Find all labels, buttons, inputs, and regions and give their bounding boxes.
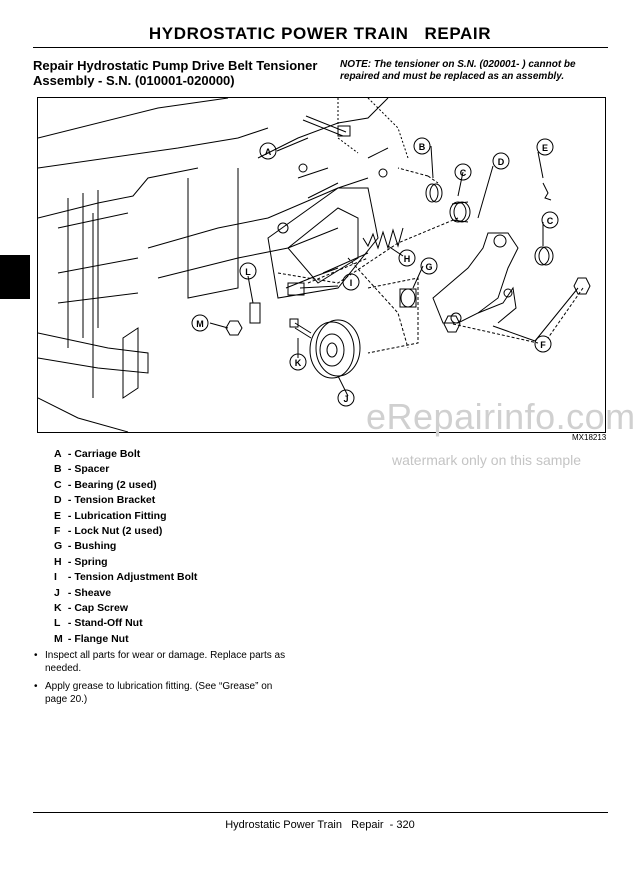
callout-c-upper <box>454 163 472 181</box>
section-title: Repair Hydrostatic Pump Drive Belt Tensi… <box>33 58 333 88</box>
callout-d <box>492 152 510 170</box>
callout-label: E <box>542 143 548 153</box>
watermark-sample-note: watermark only on this sample <box>392 452 582 468</box>
callout-j <box>337 389 355 407</box>
section-title-line1: Repair Hydrostatic Pump Drive Belt Tensi… <box>33 58 318 73</box>
section-thumb-tab <box>0 255 30 299</box>
section-title-line2: Assembly - S.N. (010001-020000) <box>33 73 235 88</box>
legend-item: H - Spring <box>54 555 108 568</box>
callout-g <box>420 257 438 275</box>
callout-c-lower <box>541 211 559 229</box>
legend-item: J - Sheave <box>54 586 112 599</box>
exploded-diagram-figure: A B C D E C H G L I M K F J <box>37 97 606 433</box>
legend-item: L - Stand-Off Nut <box>54 617 143 630</box>
callout-label: C <box>460 168 467 178</box>
callout-label: G <box>425 262 432 272</box>
legend-item: D - Tension Bracket <box>54 494 156 507</box>
legend-item: A - Carriage Bolt <box>54 448 141 460</box>
callout-a <box>259 142 277 160</box>
legend-item: C - Bearing (2 used) <box>54 478 157 491</box>
callout-label: J <box>343 394 348 404</box>
note-line1: NOTE: The tensioner on S.N. (020001- ) c… <box>340 59 576 70</box>
callout-label: H <box>404 254 411 264</box>
callout-label: C <box>547 216 554 226</box>
footer-rule <box>33 812 608 813</box>
callout-e <box>536 138 554 156</box>
legend-item: F - Lock Nut (2 used) <box>54 525 163 538</box>
legend-item: I - Tension Adjustment Bolt <box>54 571 198 584</box>
callout-label: F <box>540 340 546 350</box>
instruction-item: Apply grease to lubrication fitting. (Se… <box>33 681 323 706</box>
callout-i <box>342 273 360 291</box>
callout-label: K <box>295 358 302 368</box>
callout-label: B <box>419 142 426 152</box>
parts-legend: A - Carriage Bolt B - Spacer C - Bearing… <box>54 447 197 647</box>
callout-label: A <box>265 147 272 157</box>
legend-item: M - Flange Nut <box>54 632 129 645</box>
figure-id: MX18213 <box>572 433 607 442</box>
callout-label: I <box>350 278 353 288</box>
header-rule <box>33 47 608 48</box>
watermark-brand: eRepairinfo.com <box>366 396 636 437</box>
callout-l <box>239 262 257 280</box>
page-footer: Hydrostatic Power Train Repair - 320 <box>225 819 415 831</box>
callout-m <box>191 314 209 332</box>
callout-f <box>534 335 552 353</box>
note: NOTE: The tensioner on S.N. (020001- ) c… <box>340 59 620 83</box>
callout-b <box>413 137 431 155</box>
legend-item: G - Bushing <box>54 540 117 553</box>
instruction-bullets: Inspect all parts for wear or damage. Re… <box>33 650 323 712</box>
note-line2: repaired and must be replaced as an asse… <box>340 71 565 82</box>
page-header: HYDROSTATIC POWER TRAIN REPAIR <box>148 24 492 43</box>
legend-item: K - Cap Screw <box>54 602 129 615</box>
instruction-item: Inspect all parts for wear or damage. Re… <box>33 650 323 675</box>
callout-h <box>398 249 416 267</box>
legend-item: B - Spacer <box>54 463 110 476</box>
callout-label: D <box>498 157 505 167</box>
tensioner-exploded-diagram: A B C D E C H G L I M K F J <box>38 98 591 432</box>
callout-label: M <box>196 319 204 329</box>
callout-label: L <box>245 267 251 277</box>
callout-k <box>289 353 307 371</box>
legend-item: E - Lubrication Fitting <box>54 509 167 522</box>
